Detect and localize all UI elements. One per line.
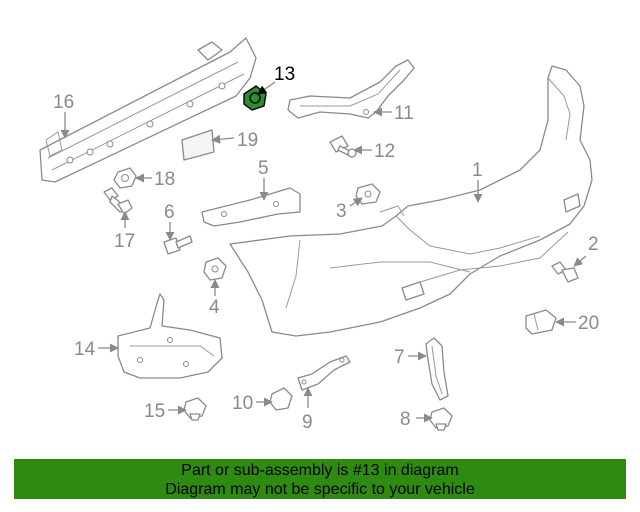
part-14-lower-bracket — [117, 293, 223, 379]
callout-labels: 13 16 11 19 12 5 18 1 3 6 2 17 4 14 20 7… — [53, 64, 599, 433]
leader-13 — [257, 81, 276, 95]
callout-18: 18 — [154, 169, 175, 190]
callout-12: 12 — [374, 141, 395, 162]
callout-2: 2 — [588, 234, 599, 255]
part-12-screw — [329, 135, 357, 158]
callout-1: 1 — [472, 160, 483, 181]
leader-3 — [349, 197, 363, 207]
callout-11: 11 — [394, 103, 414, 124]
part-5-side-bracket — [201, 187, 301, 227]
leader-19 — [211, 134, 235, 144]
part-7-side-bracket — [425, 337, 449, 401]
part-16-reinforcement-beam — [39, 37, 257, 183]
part-11-bracket — [287, 59, 415, 119]
part-8-clip — [429, 407, 453, 431]
callout-7: 7 — [394, 347, 405, 368]
part-3-fastener — [355, 183, 381, 205]
callout-13: 13 — [274, 64, 295, 85]
part-13-clip — [243, 85, 267, 111]
part-15-clip — [183, 397, 207, 421]
callout-17: 17 — [114, 231, 135, 252]
callout-9: 9 — [302, 412, 313, 433]
info-banner: Part or sub-assembly is #13 in diagram D… — [14, 459, 626, 499]
callout-5: 5 — [258, 158, 269, 179]
callout-19: 19 — [237, 130, 258, 151]
callout-8: 8 — [400, 409, 411, 430]
parts-diagram: 13 16 11 19 12 5 18 1 3 6 2 17 4 14 20 7… — [39, 37, 599, 433]
banner-line-disclaimer: Diagram may not be specific to your vehi… — [165, 481, 475, 498]
part-6-screw — [163, 235, 193, 255]
callout-4: 4 — [209, 297, 220, 318]
callout-6: 6 — [164, 202, 175, 223]
callout-16: 16 — [53, 92, 74, 113]
part-1-bumper-cover — [229, 65, 593, 337]
callout-20: 20 — [578, 313, 599, 334]
callout-15: 15 — [144, 401, 165, 422]
leader-2 — [573, 255, 587, 267]
part-10-clip — [269, 387, 293, 411]
callout-3: 3 — [336, 201, 347, 222]
banner-line-part-number: Part or sub-assembly is #13 in diagram — [181, 462, 459, 479]
part-9-strap — [297, 355, 351, 391]
part-17-bolt — [103, 187, 133, 215]
part-19-pad — [181, 129, 215, 161]
callout-14: 14 — [74, 339, 96, 360]
callout-10: 10 — [232, 393, 253, 414]
part-20-cap — [525, 309, 557, 335]
part-2-bolt — [551, 261, 579, 283]
leader-lines — [60, 81, 587, 423]
part-18-nut — [113, 167, 137, 189]
part-4-retainer — [203, 257, 227, 281]
